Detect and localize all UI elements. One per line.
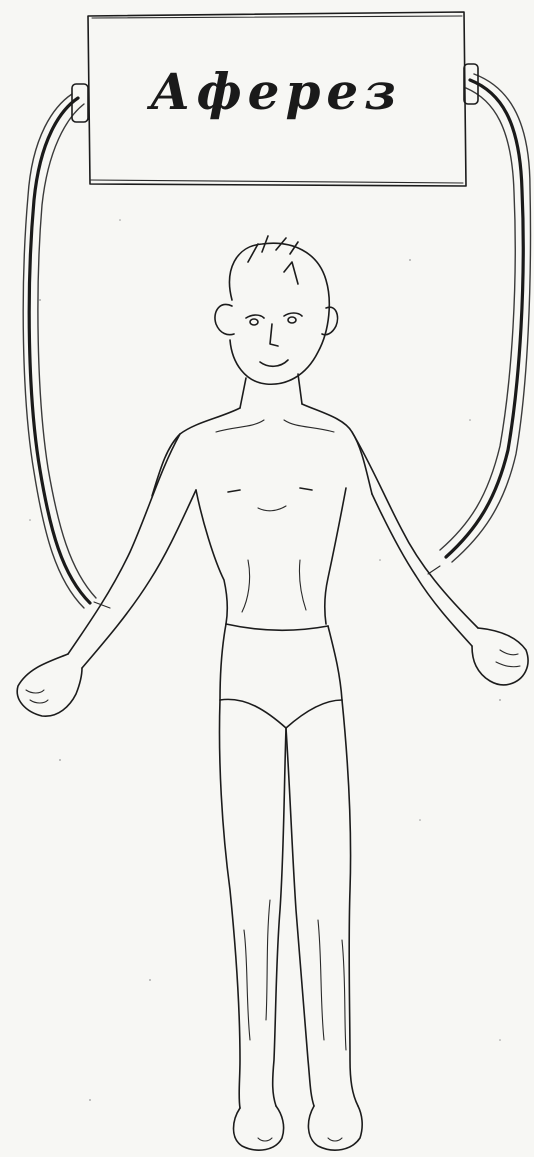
sign-rope [23,74,530,608]
person-figure [17,236,528,1150]
sign-label: Аферез [88,62,464,121]
paper-specks [29,219,501,1101]
